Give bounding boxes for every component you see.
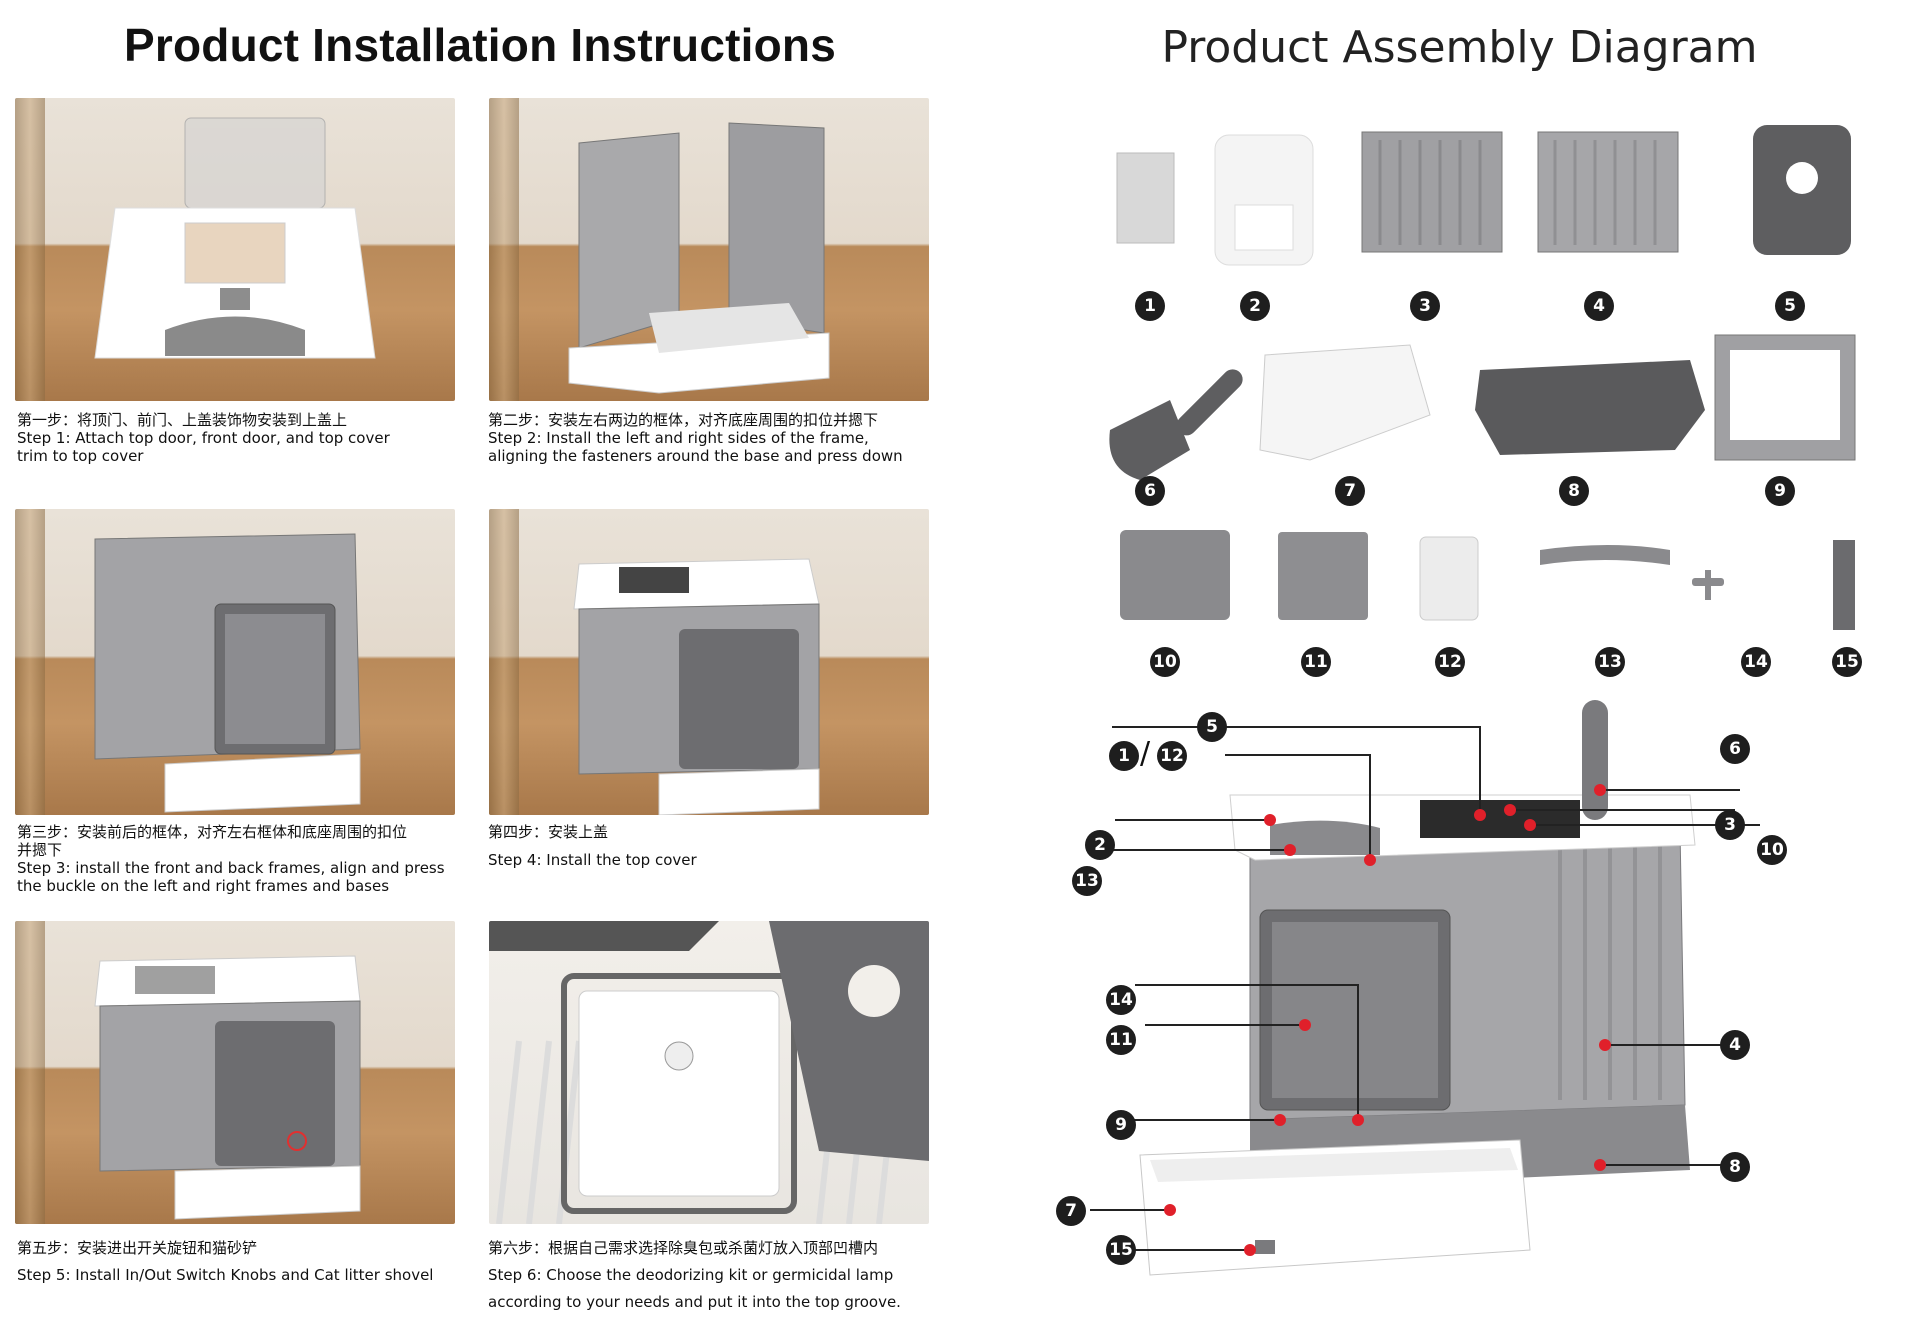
step-6-photo bbox=[489, 921, 929, 1224]
part-number-badge: 2 bbox=[1240, 291, 1270, 321]
callout-badge-7: 7 bbox=[1056, 1196, 1086, 1226]
top-groove-closeup-illustration bbox=[489, 921, 929, 1224]
step-2-caption: 第二步：安装左右两边的框体，对齐底座周围的扣位并摁下 Step 2: Insta… bbox=[488, 411, 903, 465]
parts-illustrations bbox=[1109, 125, 1856, 630]
step-3-caption: 第三步：安装前后的框体，对齐左右框体和底座周围的扣位 并摁下 Step 3: i… bbox=[17, 823, 445, 895]
callout-badge-8: 8 bbox=[1720, 1152, 1750, 1182]
part-number-badge: 3 bbox=[1410, 291, 1440, 321]
part-1-deodorizer-pack bbox=[1116, 152, 1175, 244]
callout-badge-2: 2 bbox=[1085, 830, 1115, 860]
part-number-badge: 8 bbox=[1559, 476, 1589, 506]
callout-badge-1: 1 bbox=[1109, 741, 1139, 771]
assembled-product-diagram bbox=[1090, 700, 1760, 1276]
part-number-badge: 5 bbox=[1775, 291, 1805, 321]
callout-badge-13: 13 bbox=[1072, 866, 1102, 896]
callout-badge-5: 5 bbox=[1197, 712, 1227, 742]
callout-badge-11: 11 bbox=[1106, 1025, 1136, 1055]
scoop-handle bbox=[1582, 700, 1608, 820]
step-5-photo bbox=[15, 921, 455, 1224]
part-number-badge: 9 bbox=[1765, 476, 1795, 506]
step-1-caption: 第一步：将顶门、前门、上盖装饰物安装到上盖上 Step 1: Attach to… bbox=[17, 411, 390, 465]
frame-front-back-illustration bbox=[94, 533, 361, 813]
step-3-photo bbox=[15, 509, 455, 815]
callout-badge-3: 3 bbox=[1715, 810, 1745, 840]
part-number-badge: 15 bbox=[1832, 647, 1862, 677]
callout-badge-14: 14 bbox=[1106, 985, 1136, 1015]
assembly-title: Product Assembly Diagram bbox=[1161, 22, 1758, 73]
part-number-badge: 10 bbox=[1150, 647, 1180, 677]
step-2-photo bbox=[489, 98, 929, 401]
callout-badge-6: 6 bbox=[1720, 734, 1750, 764]
part-6-litter-scoop bbox=[1109, 369, 1243, 480]
litter-box-top-cover-illustration bbox=[94, 117, 376, 359]
step-5-caption: 第五步：安装进出开关旋钮和猫砂铲 Step 5: Install In/Out … bbox=[17, 1239, 434, 1284]
cover-trim bbox=[1270, 820, 1380, 855]
step-4-caption: 第四步：安装上盖 Step 4: Install the top cover bbox=[488, 823, 697, 869]
switch-knob-shovel-illustration bbox=[94, 955, 361, 1220]
part-number-badge: 13 bbox=[1595, 647, 1625, 677]
part-number-badge: 6 bbox=[1135, 476, 1165, 506]
callout-separator: / bbox=[1140, 736, 1151, 771]
part-13-cover-trim bbox=[1540, 545, 1670, 565]
step-1-photo bbox=[15, 98, 455, 401]
top-opening bbox=[1420, 800, 1580, 838]
part-7-litter-tray bbox=[1259, 344, 1431, 461]
part-number-badge: 12 bbox=[1435, 647, 1465, 677]
part-number-badge: 1 bbox=[1135, 291, 1165, 321]
part-number-badge: 14 bbox=[1741, 647, 1771, 677]
callout-badge-10: 10 bbox=[1757, 835, 1787, 865]
part-10-panel bbox=[1120, 530, 1230, 620]
install-top-cover-illustration bbox=[573, 558, 820, 815]
callout-badge-15: 15 bbox=[1106, 1235, 1136, 1265]
part-4-side-frame bbox=[1537, 131, 1679, 253]
part-12-lamp-panel bbox=[1419, 536, 1479, 621]
step-4-photo bbox=[489, 509, 929, 815]
callout-badge-4: 4 bbox=[1720, 1030, 1750, 1060]
part-11-front-door bbox=[1278, 532, 1368, 620]
part-number-badge: 7 bbox=[1335, 476, 1365, 506]
part-8-base bbox=[1475, 360, 1705, 455]
part-15-strap bbox=[1833, 540, 1855, 630]
part-number-badge: 11 bbox=[1301, 647, 1331, 677]
step-6-caption: 第六步：根据自己需求选择除臭包或杀菌灯放入顶部凹槽内 Step 6: Choos… bbox=[488, 1239, 901, 1311]
callout-badge-9: 9 bbox=[1106, 1110, 1136, 1140]
installation-title: Product Installation Instructions bbox=[124, 19, 836, 71]
callout-badge-12: 12 bbox=[1157, 741, 1187, 771]
part-14-switch-knob bbox=[1692, 570, 1724, 600]
frame-sides-illustration bbox=[568, 122, 830, 394]
part-number-badge: 4 bbox=[1584, 291, 1614, 321]
